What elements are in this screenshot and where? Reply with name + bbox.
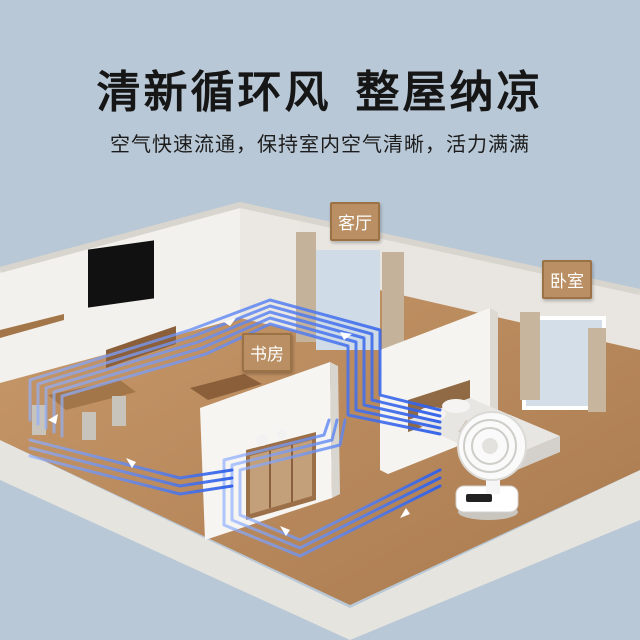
coffee-table	[190, 374, 262, 400]
airflow-arrow-icon	[48, 318, 410, 536]
headline-part-2: 整屋纳凉	[355, 67, 544, 118]
fan-icon	[455, 411, 527, 520]
bedroom-window	[520, 312, 606, 412]
room-sign-living-room: 客厅	[330, 202, 380, 241]
dining-set	[32, 380, 136, 440]
subtitle: 空气快速流通，保持室内空气清晰，活力满满	[110, 132, 530, 156]
room-sign-study: 书房	[242, 333, 292, 372]
airflow-paths	[28, 298, 442, 558]
headline: 清新循环风整屋纳凉	[0, 56, 640, 120]
tv	[88, 240, 154, 308]
headline-part-1: 清新循环风	[96, 67, 332, 118]
room-sign-bedroom: 卧室	[542, 260, 592, 299]
